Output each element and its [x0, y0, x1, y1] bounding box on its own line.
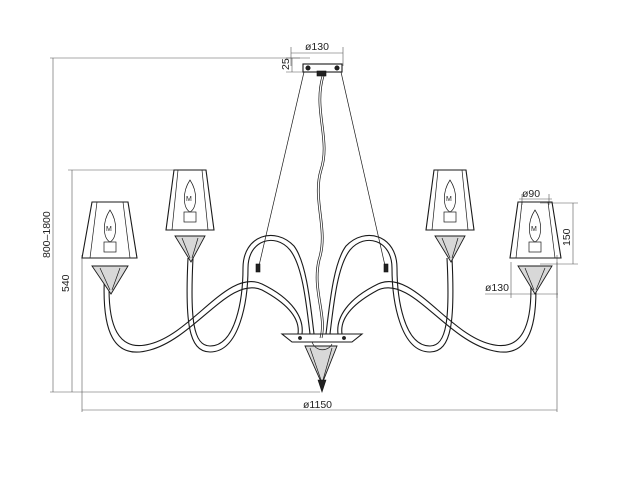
center-bowl	[280, 333, 364, 393]
dim-shade-height: 150	[561, 228, 573, 246]
dim-canopy-height: 25	[280, 58, 292, 70]
svg-text:M: M	[106, 226, 112, 233]
chandelier-arms	[103, 235, 537, 353]
dim-overall-height: 800–1800	[41, 211, 53, 258]
ceiling-canopy	[302, 63, 343, 77]
dim-shade-top-diameter: ø90	[522, 188, 540, 200]
lampshade	[165, 169, 215, 231]
dim-overall-diameter: ø1150	[303, 399, 332, 411]
power-cable	[315, 75, 324, 339]
dim-body-height: 540	[60, 274, 72, 292]
lamp-outer-left: M	[81, 201, 138, 295]
dim-shade-bottom-diameter: ø130	[485, 282, 509, 294]
svg-text:M: M	[186, 196, 192, 203]
lampshade	[425, 169, 475, 231]
lampshade	[509, 201, 562, 259]
lampshade	[81, 201, 138, 259]
svg-text:M: M	[446, 196, 452, 203]
suspension-rods	[257, 71, 387, 339]
dim-canopy-diameter: ø130	[305, 41, 329, 53]
lamp-inner-left: M	[165, 169, 215, 263]
lamp-inner-right: M	[425, 169, 475, 263]
lamp-outer-right: M	[509, 201, 562, 295]
dimension-lines	[50, 47, 578, 412]
svg-text:M: M	[531, 226, 537, 233]
